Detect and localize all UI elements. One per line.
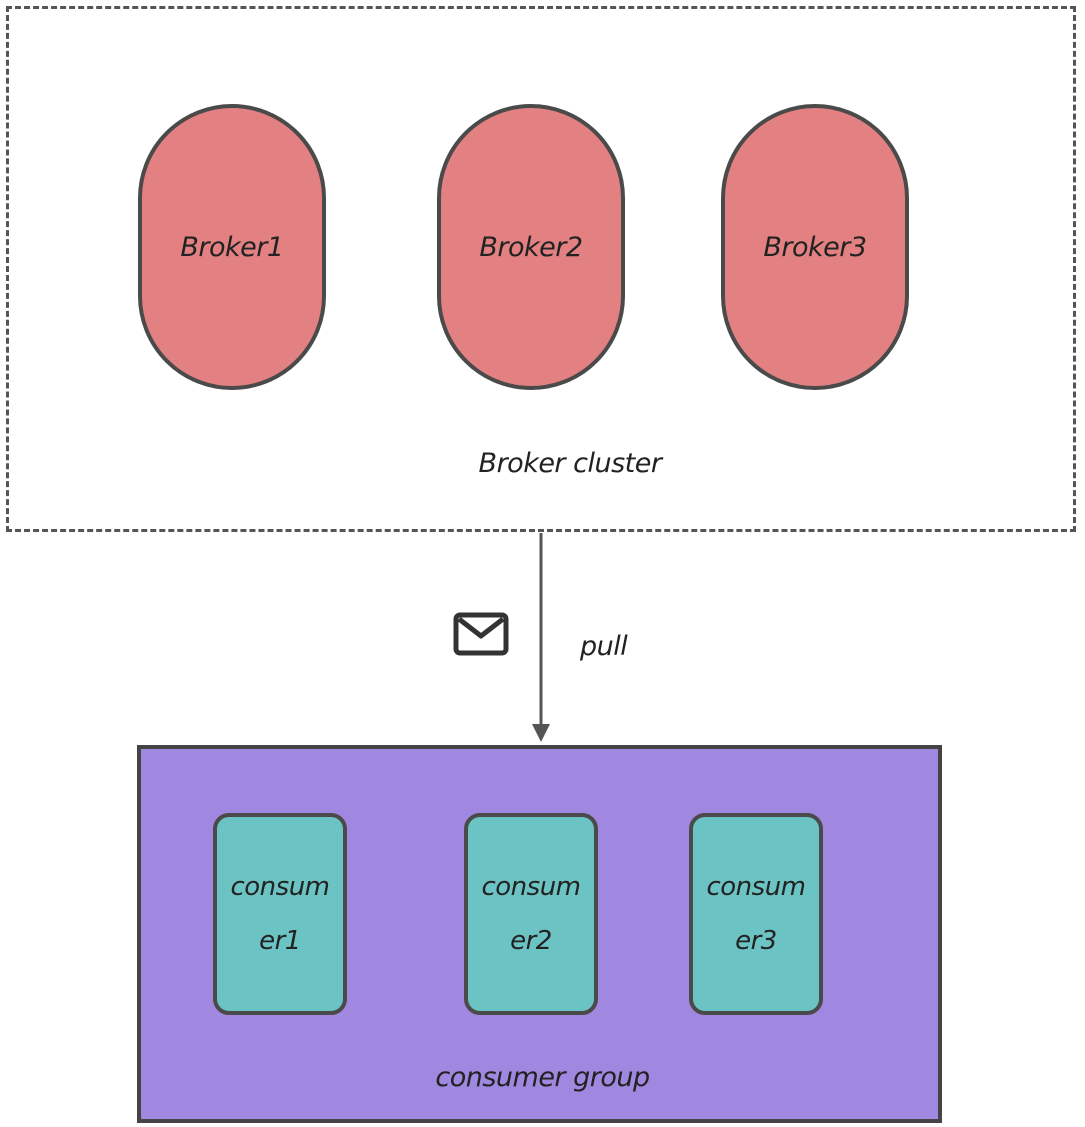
broker-label: Broker3 — [763, 231, 867, 263]
broker-label: Broker1 — [180, 231, 284, 263]
broker-node-1[interactable]: Broker1 — [138, 104, 326, 390]
broker-label: Broker2 — [479, 231, 583, 263]
broker-node-2[interactable]: Broker2 — [437, 104, 625, 390]
broker-cluster-box — [6, 6, 1076, 532]
consumer-node-2[interactable]: consum er2 — [464, 813, 598, 1015]
consumer-node-3[interactable]: consum er3 — [689, 813, 823, 1015]
consumer-label-line1: consum — [481, 872, 581, 902]
consumer-node-1[interactable]: consum er1 — [213, 813, 347, 1015]
consumer-label-line2: er1 — [259, 926, 301, 956]
consumer-group-label: consumer group — [435, 1062, 650, 1093]
pull-label: pull — [580, 631, 628, 662]
broker-node-3[interactable]: Broker3 — [721, 104, 909, 390]
broker-cluster-label: Broker cluster — [478, 448, 662, 479]
consumer-label-line2: er2 — [510, 926, 552, 956]
consumer-label-line1: consum — [706, 872, 806, 902]
consumer-label-line2: er3 — [735, 926, 777, 956]
consumer-label-line1: consum — [230, 872, 330, 902]
mail-icon — [453, 612, 509, 656]
